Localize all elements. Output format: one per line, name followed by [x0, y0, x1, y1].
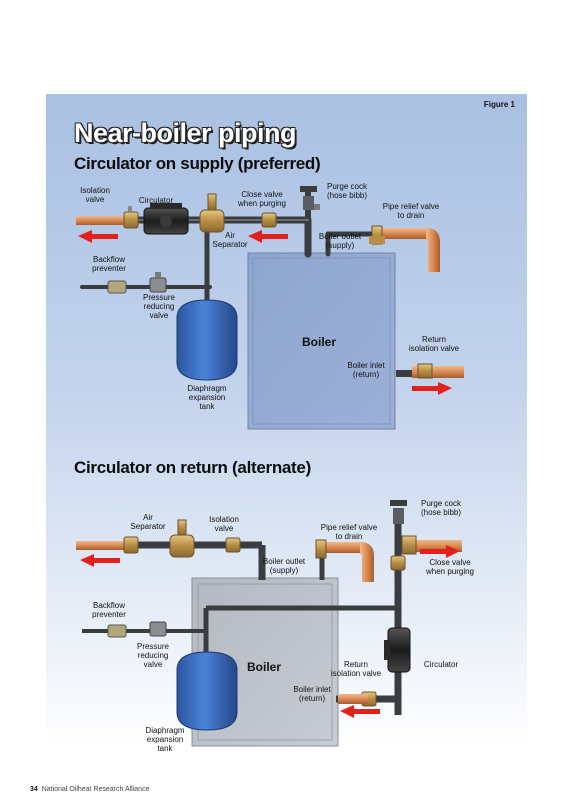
label-backflow-preventer: Backflow preventer	[92, 255, 126, 273]
label-backflow-preventer: Backflow preventer	[92, 601, 126, 619]
page-footer: 34 National Oilheat Research Alliance	[30, 786, 149, 793]
page-number: 34	[30, 786, 38, 793]
label-return-isolation-valve: Return isolation valve	[408, 335, 460, 353]
label-pressure-reducing-valve: Pressure reducing valve	[142, 293, 175, 320]
label-air-separator: Air Separator	[130, 513, 166, 531]
backflow-preventer-2	[107, 621, 167, 638]
label-purge-cock: Purge cock (hose bibb)	[326, 182, 368, 200]
label-pressure-reducing-valve: Pressure reducing valve	[136, 642, 169, 669]
label-diaphragm-tank: Diaphragm expansion tank	[145, 726, 185, 753]
circulator-1	[143, 203, 189, 235]
label-return-isolation-valve: Return isolation valve	[330, 660, 382, 678]
label-air-separator: Air Separator	[212, 231, 248, 249]
main-title: Near-boiler piping	[74, 118, 297, 148]
air-separator-1	[199, 193, 225, 233]
isolation-valve-1	[123, 206, 139, 229]
pipe-relief-valve-1	[369, 225, 385, 245]
figure-label: Figure 1	[483, 100, 515, 109]
relief-copper-2	[322, 542, 374, 582]
close-valve-1	[261, 212, 277, 228]
boiler-1	[247, 252, 396, 430]
diaphragm-tank-2	[176, 651, 238, 731]
label-pipe-relief-valve: Pipe relief valve to drain	[382, 202, 440, 220]
label-purge-cock: Purge cock (hose bibb)	[420, 499, 462, 517]
purge-cock-2	[390, 500, 407, 524]
label-boiler-outlet: Boiler outlet (supply)	[262, 557, 306, 575]
return-pipe-1	[396, 363, 464, 379]
return-copper-2	[338, 694, 368, 704]
label-boiler: Boiler	[302, 335, 337, 349]
relief-copper-1	[378, 228, 440, 272]
label-isolation-valve: Isolation valve	[80, 186, 110, 204]
label-pipe-relief-valve: Pipe relief valve to drain	[320, 523, 378, 541]
backflow-preventer-1	[107, 272, 167, 294]
label-circulator: Circulator	[423, 660, 459, 669]
copper-pipe-inlet-1	[76, 216, 126, 225]
close-valve-2	[390, 555, 406, 571]
label-boiler-outlet: Boiler outlet (supply)	[318, 232, 362, 250]
circulator-2	[384, 627, 411, 673]
diaphragm-tank-1	[176, 299, 238, 381]
purge-cock-1	[300, 186, 320, 210]
flow-arrow	[78, 230, 452, 395]
publisher-name: National Oilheat Research Alliance	[41, 786, 150, 793]
label-close-valve: Close valve when purging	[237, 190, 287, 208]
section-title-return: Circulator on return (alternate)	[74, 458, 311, 477]
label-circulator: Circulator	[138, 196, 174, 205]
label-boiler: Boiler	[247, 660, 282, 674]
label-isolation-valve: Isolation valve	[209, 515, 239, 533]
copper-pipe-inlet-2	[76, 541, 126, 550]
pipe-relief-valve-2	[315, 539, 327, 559]
label-close-valve: Close valve when purging	[425, 558, 475, 576]
air-separator-2	[169, 519, 195, 558]
flow-arrow	[80, 545, 460, 718]
label-boiler-inlet: Boiler inlet (return)	[347, 361, 385, 379]
label-boiler-inlet: Boiler inlet (return)	[293, 685, 331, 703]
label-diaphragm-tank: Diaphragm expansion tank	[187, 384, 227, 411]
section-title-supply: Circulator on supply (preferred)	[74, 154, 321, 173]
